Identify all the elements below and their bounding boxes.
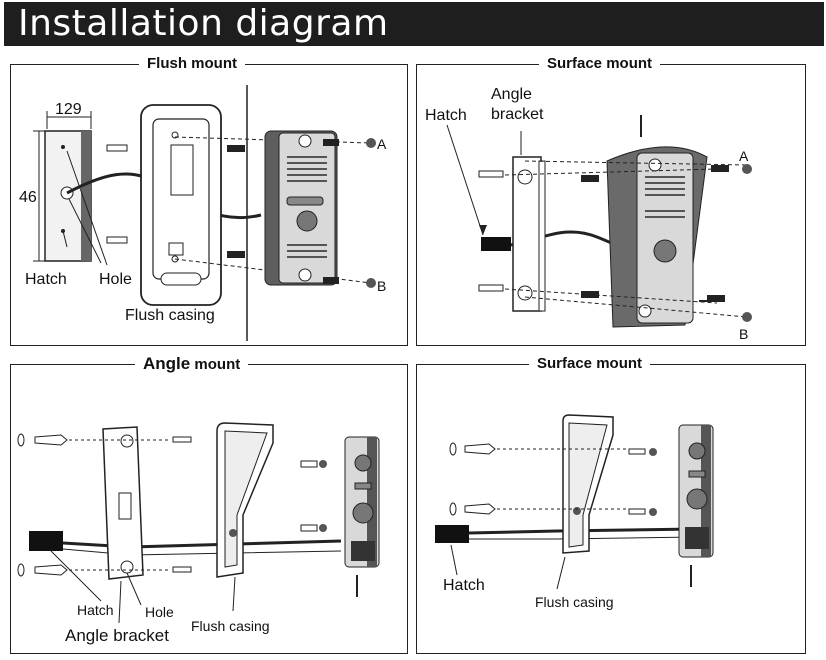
point-b-label: B — [377, 278, 387, 294]
point-a-label: A — [739, 148, 749, 164]
panel-surface-mount-top: Surface mount — [416, 54, 806, 346]
dim-width-label: 129 — [55, 101, 82, 118]
hatch-label: Hatch — [443, 577, 485, 594]
panel-surface-mount-bottom: Surface mount Hatch Flu — [416, 354, 806, 654]
angle-mount-title-bold: Angle — [143, 354, 191, 373]
surface-mount-bottom-illustration — [435, 414, 714, 590]
panel-flush-mount: Flush mount — [10, 54, 408, 346]
hatch-label: Hatch — [77, 602, 114, 618]
panel-title-surface-mount-bottom: Surface mount — [529, 354, 651, 374]
hole-label: Hole — [99, 271, 132, 288]
angle-bracket-label: Angle bracket — [65, 626, 169, 645]
hole-label: Hole — [145, 604, 174, 620]
page-title: Installation diagram — [18, 3, 389, 44]
panel-title-surface-mount-top: Surface mount — [539, 54, 661, 74]
title-bar: Installation diagram — [4, 2, 824, 46]
flush-casing-label: Flush casing — [191, 618, 270, 634]
point-b-label: B — [739, 326, 749, 342]
angle-mount-title-rest: mount — [190, 356, 241, 373]
panel-title-flush-mount: Flush mount — [139, 54, 245, 74]
surface-mount-illustration — [446, 115, 752, 328]
panel-title-angle-mount: Angle mount — [135, 354, 249, 375]
flush-casing-label: Flush casing — [125, 307, 215, 324]
angle-bracket-label: Angle bracket — [491, 86, 544, 123]
angle-mount-illustration — [17, 422, 380, 624]
flush-casing-label: Flush casing — [535, 594, 614, 610]
dim-height-label: 46 — [19, 189, 37, 206]
flush-mount-illustration — [33, 85, 376, 341]
point-a-label: A — [377, 136, 387, 152]
hatch-label: Hatch — [25, 271, 67, 288]
hatch-label: Hatch — [425, 107, 467, 124]
panel-angle-mount: Angle mount — [10, 354, 408, 654]
